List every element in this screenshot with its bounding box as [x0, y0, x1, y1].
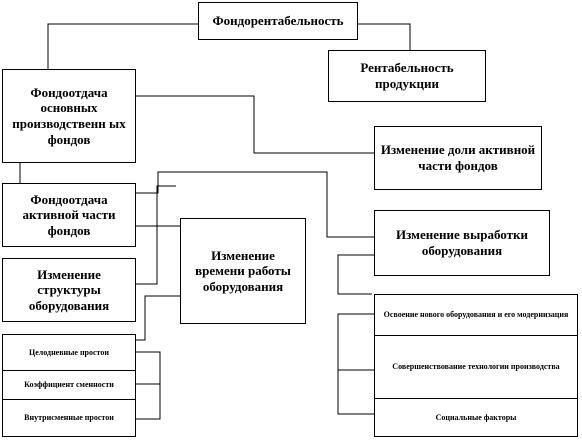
node-root: Фондорентабельность — [198, 2, 358, 40]
node-whole-day-idle-label: Целодневные простои — [28, 347, 109, 357]
connector-equipment-time-idle — [136, 295, 180, 341]
node-new-equipment: Освоение нового оборудования и его модер… — [374, 294, 578, 336]
node-structure-change: Изменение структуры оборудования — [2, 258, 136, 322]
node-whole-day-idle: Целодневные простои — [2, 334, 136, 371]
node-equipment-time-change: Изменение времени работы оборудования — [180, 218, 306, 324]
node-shift-coefficient-label: Коэффициент сменности — [24, 380, 114, 390]
node-profitability-label: Рентабельность продукции — [360, 60, 454, 91]
node-structure-change-label: Изменение структуры оборудования — [28, 266, 110, 313]
node-fixed-assets-output: Фондоотдача основных производственн ых ф… — [2, 69, 136, 163]
node-technology-improvement: Совершенствование технологии производств… — [374, 335, 578, 399]
connector-factors-bracket — [337, 313, 374, 415]
node-active-assets-output: Фондоотдача активной части фондов — [2, 183, 136, 247]
node-shift-coefficient: Коэффициент сменности — [2, 370, 136, 400]
node-new-equipment-label: Освоение нового оборудования и его модер… — [383, 310, 569, 320]
connector-structure-equipment-time — [136, 185, 176, 285]
connector-fixed-assets-active-share — [136, 95, 374, 154]
node-social-factors: Социальные факторы — [374, 398, 578, 437]
connector-idle-bracket — [136, 351, 161, 420]
node-root-label: Фондорентабельность — [212, 13, 344, 29]
node-equipment-time-change-label: Изменение времени работы оборудования — [195, 247, 291, 294]
node-active-share-change: Изменение доли активной части фондов — [374, 126, 542, 190]
connector-active-assets-equipment-output — [136, 171, 374, 238]
node-technology-improvement-label: Совершенствование технологии производств… — [392, 362, 560, 372]
node-fixed-assets-output-label: Фондоотдача основных производственн ых ф… — [12, 84, 126, 147]
connector-root-fixed-assets — [47, 23, 198, 69]
node-profitability: Рентабельность продукции — [328, 50, 486, 102]
node-active-share-change-label: Изменение доли активной части фондов — [380, 142, 536, 173]
connector-root-profitability — [358, 23, 411, 50]
node-intra-shift-idle: Внутрисменные простои — [2, 399, 136, 437]
node-active-assets-output-label: Фондоотдача активной части фондов — [22, 191, 116, 238]
node-social-factors-label: Социальные факторы — [435, 412, 517, 422]
node-equipment-output-change-label: Изменение выработки оборудования — [396, 227, 528, 258]
node-equipment-output-change: Изменение выработки оборудования — [374, 210, 550, 276]
connector-equipment-output-factors — [337, 254, 374, 295]
node-intra-shift-idle-label: Внутрисменные простои — [24, 413, 114, 423]
